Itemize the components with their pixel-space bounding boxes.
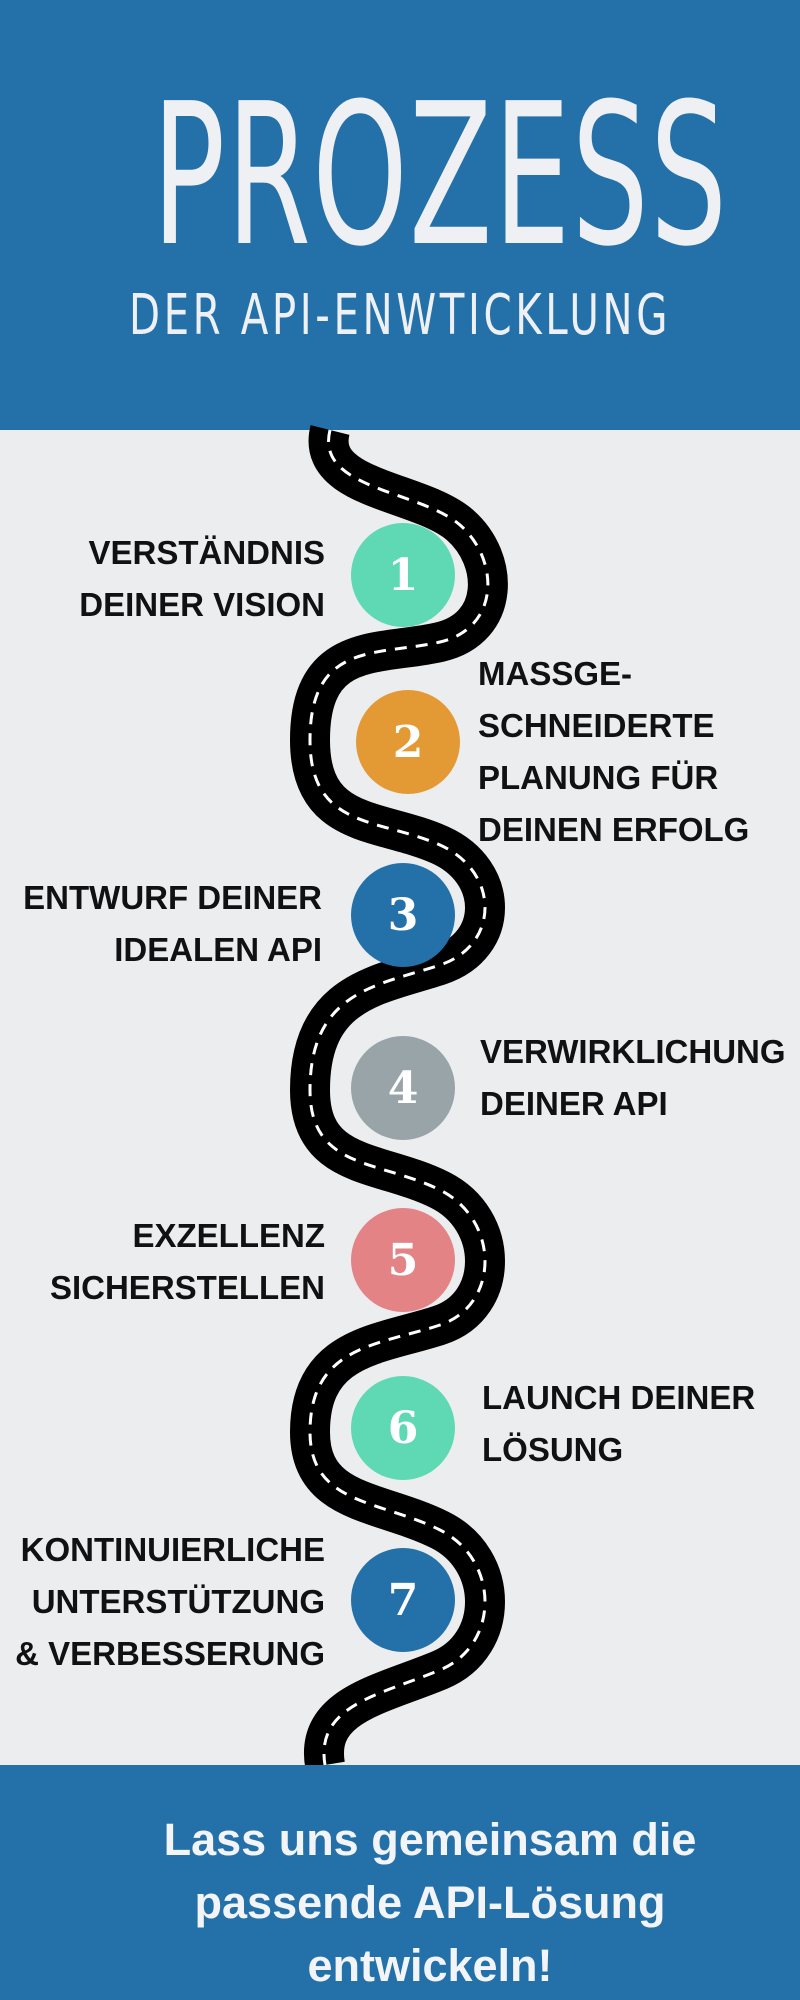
step-4-label: VERWIRKLICHUNG DEINER API bbox=[480, 1026, 786, 1130]
step-label-line: EXZELLENZ bbox=[132, 1217, 325, 1254]
page-subtitle: DER API-ENWTICKLUNG bbox=[128, 283, 672, 348]
road-center-dashes bbox=[308, 429, 490, 1766]
step-number: 7 bbox=[387, 1574, 419, 1626]
step-5-label: EXZELLENZ SICHERSTELLEN bbox=[50, 1210, 325, 1314]
step-number: 2 bbox=[392, 716, 424, 768]
step-4-circle: 4 bbox=[351, 1036, 455, 1140]
step-label-line: IDEALEN API bbox=[114, 931, 322, 968]
step-6-label: LAUNCH DEINER LÖSUNG bbox=[482, 1372, 755, 1476]
step-label-line: & VERBESSERUNG bbox=[15, 1635, 325, 1672]
step-number: 4 bbox=[387, 1062, 419, 1114]
footer-banner bbox=[0, 1765, 800, 2000]
call-to-action: Lass uns gemeinsam die passende API-Lösu… bbox=[130, 1808, 730, 1997]
step-1-circle: 1 bbox=[351, 523, 455, 627]
step-label-line: DEINEN ERFOLG bbox=[478, 811, 750, 848]
step-label-line: ENTWURF DEINER bbox=[23, 879, 322, 916]
step-number: 1 bbox=[387, 549, 419, 601]
step-label-line: MASSGE- bbox=[478, 655, 633, 692]
step-label-line: DEINER API bbox=[480, 1085, 668, 1122]
header-banner bbox=[0, 0, 800, 430]
step-5-circle: 5 bbox=[351, 1208, 455, 1312]
cta-line: passende API-Lösung bbox=[194, 1877, 666, 1928]
step-label-line: UNTERSTÜTZUNG bbox=[31, 1583, 325, 1620]
step-number: 3 bbox=[387, 889, 419, 941]
page-title: PROZESS bbox=[152, 62, 729, 290]
step-3-label: ENTWURF DEINER IDEALEN API bbox=[23, 872, 322, 976]
step-2-label: MASSGE- SCHNEIDERTE PLANUNG FÜR DEINEN ERFO… bbox=[478, 648, 749, 856]
step-3-circle: 3 bbox=[351, 863, 455, 967]
step-label-line: DEINER VISION bbox=[79, 586, 325, 623]
step-label-line: VERSTÄNDNIS bbox=[88, 534, 325, 571]
step-2-circle: 2 bbox=[356, 690, 460, 794]
step-label-line: PLANUNG FÜR bbox=[478, 759, 719, 796]
step-7-label: KONTINUIERLICHE UNTERSTÜTZUNG & VERBESSERU… bbox=[15, 1524, 325, 1680]
step-6-circle: 6 bbox=[351, 1376, 455, 1480]
step-label-line: SICHERSTELLEN bbox=[49, 1269, 325, 1306]
cta-line: Lass uns gemeinsam die bbox=[163, 1814, 697, 1865]
cta-line: entwickeln! bbox=[307, 1940, 553, 1991]
step-label-line: LÖSUNG bbox=[482, 1431, 624, 1468]
step-number: 5 bbox=[387, 1234, 419, 1286]
step-label-line: KONTINUIERLICHE bbox=[20, 1531, 325, 1568]
step-7-circle: 7 bbox=[351, 1548, 455, 1652]
step-label-line: VERWIRKLICHUNG bbox=[480, 1033, 786, 1070]
step-label-line: SCHNEIDERTE bbox=[478, 707, 715, 744]
step-1-label: VERSTÄNDNIS DEINER VISION bbox=[79, 527, 325, 631]
step-label-line: LAUNCH DEINER bbox=[482, 1379, 756, 1416]
step-number: 6 bbox=[387, 1402, 419, 1454]
